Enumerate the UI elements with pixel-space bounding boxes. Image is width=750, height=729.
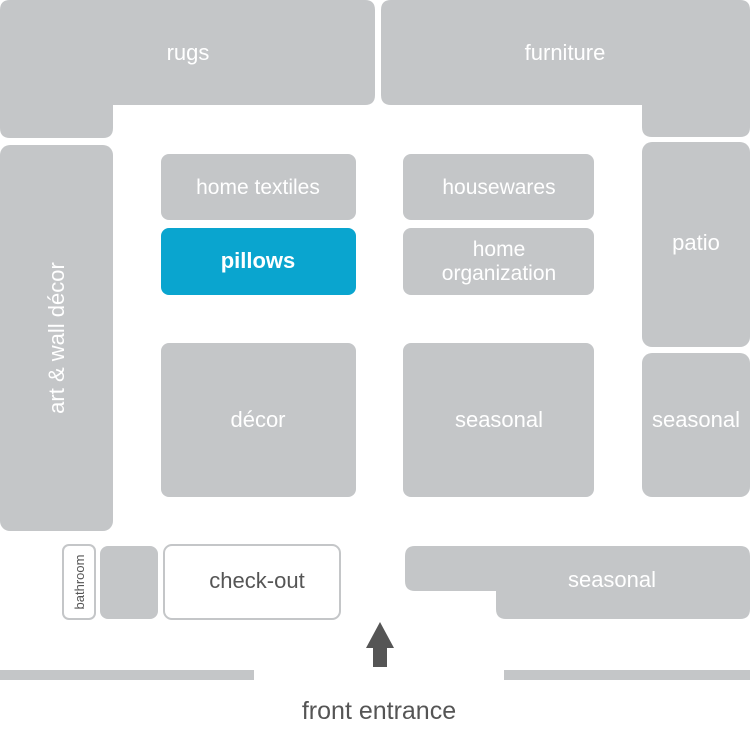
section-seasonal-bottom-label: seasonal — [568, 567, 656, 592]
section-seasonal-right-label: seasonal — [652, 407, 740, 432]
front-wall-left — [0, 670, 254, 680]
section-pillows-label: pillows — [221, 248, 296, 273]
section-home-textiles[interactable]: home textiles — [161, 154, 356, 220]
front-wall-right — [504, 670, 750, 680]
front-entrance-label: front entrance — [302, 697, 456, 725]
section-decor[interactable]: décor — [161, 343, 356, 497]
section-seasonal-center-label: seasonal — [455, 407, 543, 432]
section-home-organization-label-1: home — [473, 238, 526, 261]
section-furniture-label: furniture — [525, 40, 606, 65]
section-bathroom-label: bathroom — [72, 555, 87, 610]
storage-block — [100, 546, 158, 619]
section-pillows[interactable]: pillows — [161, 228, 356, 295]
section-home-organization[interactable]: home organization — [403, 228, 594, 295]
section-rugs[interactable]: rugs — [0, 0, 375, 138]
section-checkout-label: check-out — [209, 568, 304, 593]
section-decor-label: décor — [230, 407, 285, 432]
section-seasonal-center[interactable]: seasonal — [403, 343, 594, 497]
section-patio-label: patio — [672, 230, 720, 255]
section-housewares[interactable]: housewares — [403, 154, 594, 220]
section-furniture[interactable]: furniture — [381, 0, 750, 137]
section-art-wall-decor-label: art & wall décor — [44, 262, 69, 414]
section-home-organization-label-2: organization — [442, 262, 556, 285]
section-housewares-label: housewares — [442, 176, 555, 199]
section-art-wall-decor[interactable]: art & wall décor — [0, 145, 113, 531]
section-home-textiles-label: home textiles — [196, 176, 320, 199]
section-bathroom[interactable]: bathroom — [62, 544, 96, 620]
section-checkout[interactable]: check-out — [163, 544, 341, 620]
section-patio[interactable]: patio — [642, 142, 750, 347]
section-seasonal-bottom[interactable]: seasonal — [405, 546, 750, 619]
section-seasonal-right[interactable]: seasonal — [642, 353, 750, 497]
up-arrow-icon — [366, 622, 394, 667]
section-rugs-label: rugs — [167, 40, 210, 65]
